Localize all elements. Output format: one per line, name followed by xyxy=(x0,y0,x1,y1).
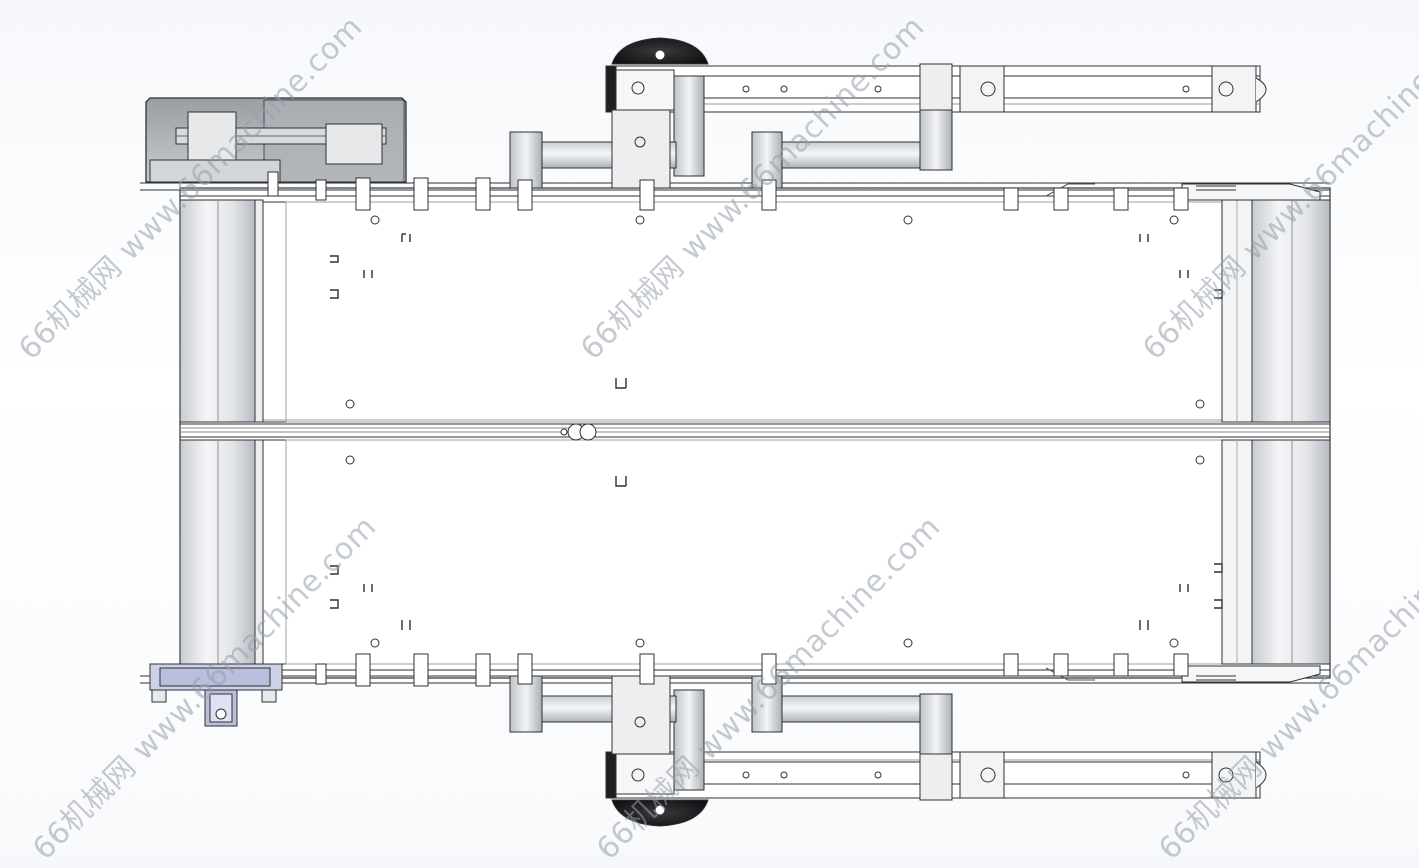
frame-bolts xyxy=(267,171,1189,687)
drawing-canvas: 66机械网 www.66machine.com 66机械网 www.66mach… xyxy=(12,10,1419,867)
drive-motor xyxy=(149,663,283,727)
upper-belt xyxy=(261,201,1253,423)
belt-markers xyxy=(330,233,1223,630)
support-arm-top xyxy=(509,37,1267,189)
tail-bracket-bottom xyxy=(1045,665,1321,683)
support-arm-bottom xyxy=(509,675,1267,827)
center-divider xyxy=(180,423,1330,441)
idler-roller xyxy=(1221,199,1331,665)
conveyor-drawing xyxy=(140,37,1331,827)
belt-screws xyxy=(345,215,1205,648)
drive-roller xyxy=(179,199,264,665)
lower-belt xyxy=(261,439,1253,665)
chain-guard xyxy=(145,97,407,183)
